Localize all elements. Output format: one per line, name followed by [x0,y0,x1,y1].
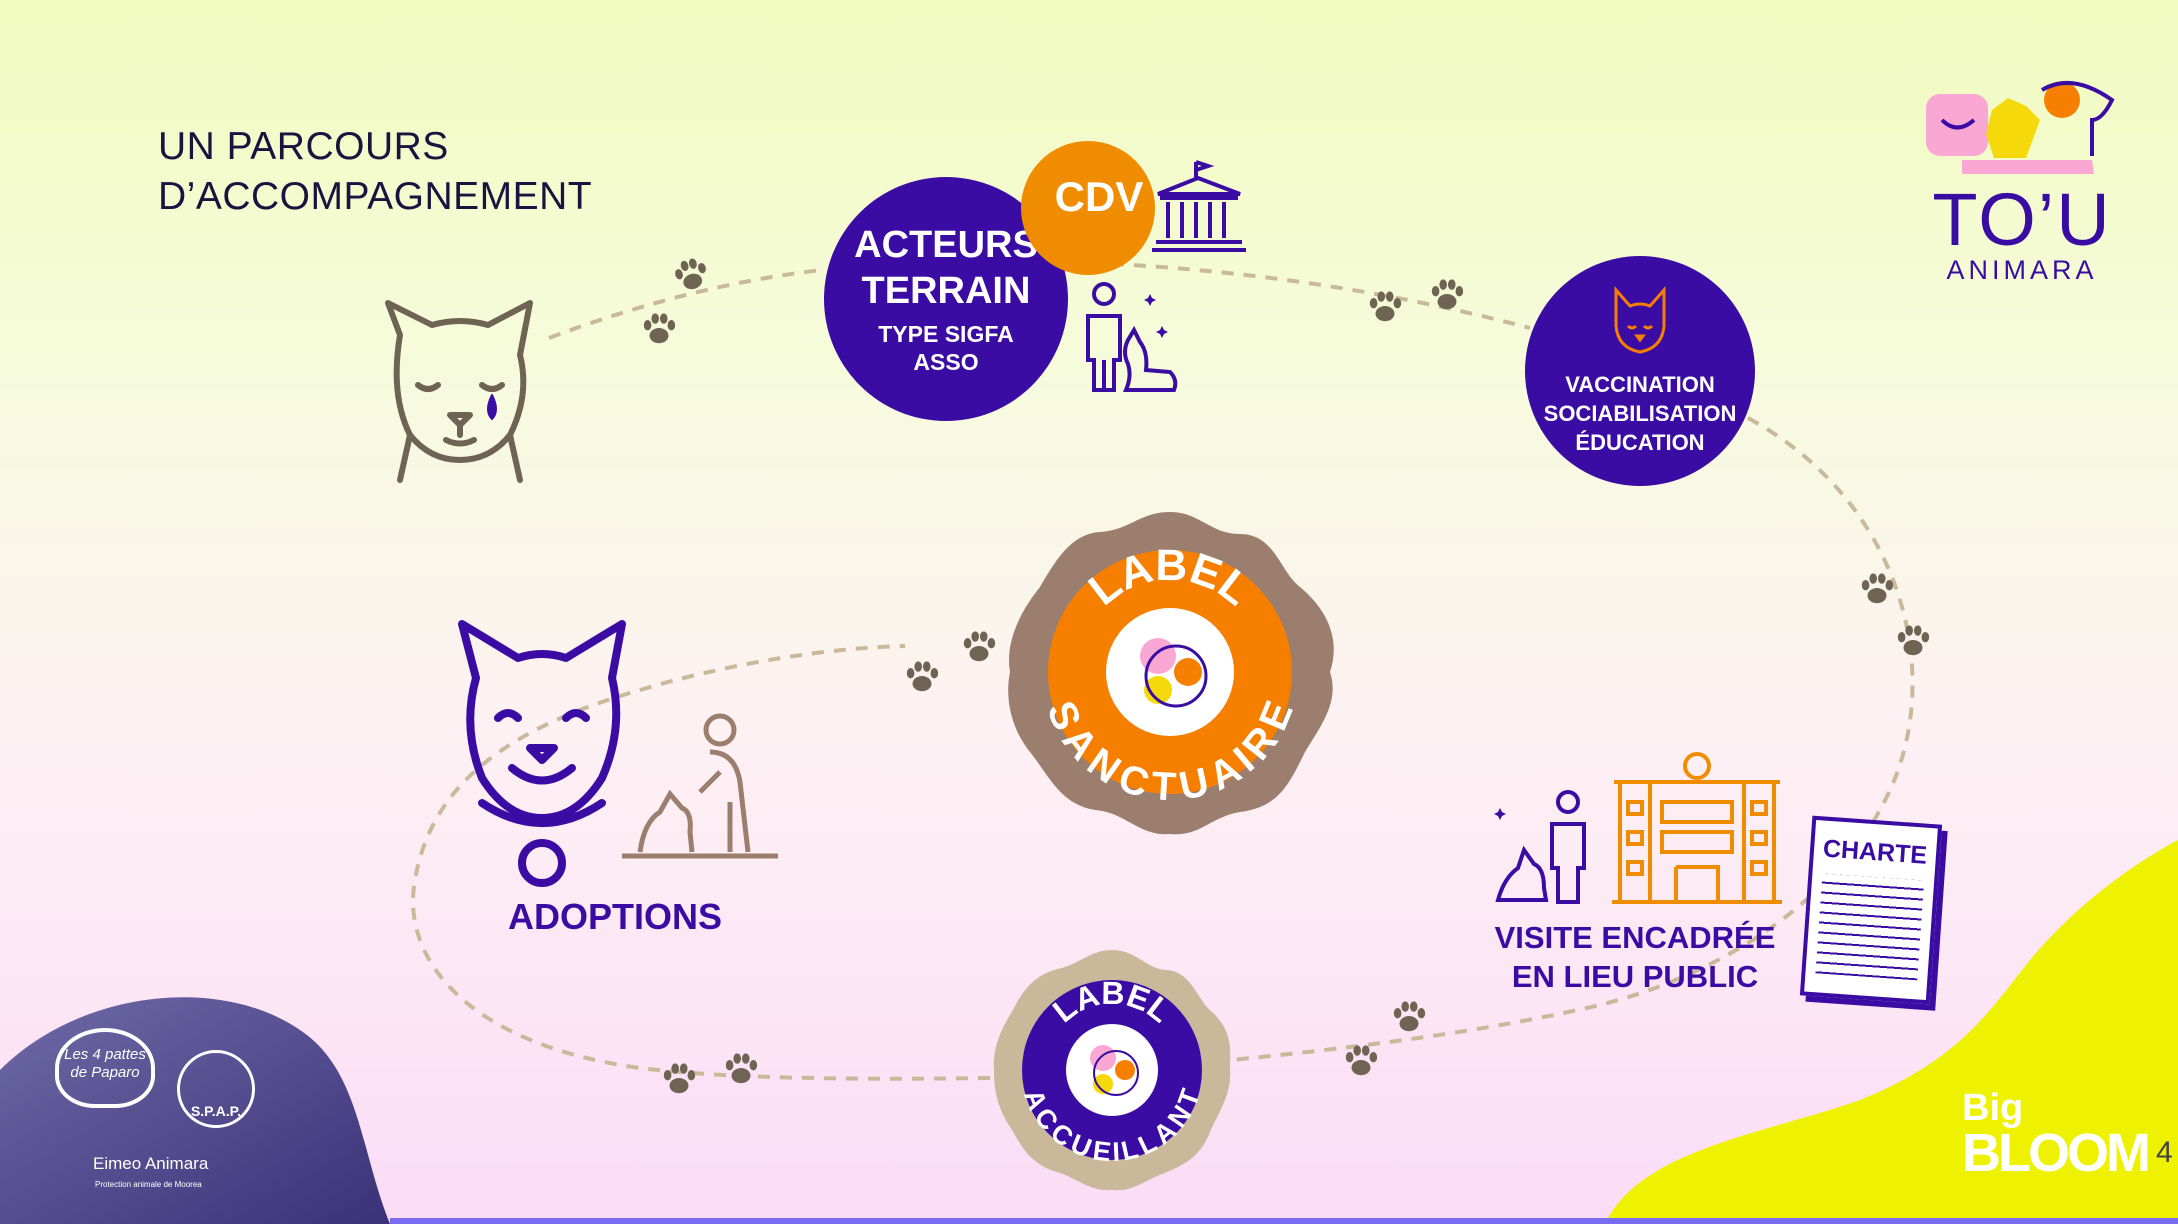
label-accueillant-badge: LABEL ACCUEILLANT [993,950,1231,1191]
care-step: VACCINATION SOCIABILISATION ÉDUCATION [1525,256,1755,486]
sad-dog-icon [385,300,533,483]
cdv-badge: CDV [1021,141,1155,275]
person-petting-dog-icon [622,713,778,859]
tou-mascots-icon [1140,638,1208,708]
title-line-2: D’ACCOMPAGNEMENT [158,175,593,218]
adoptions-label: ADOPTIONS [507,896,722,937]
charte-document: CHARTE [1799,815,1943,1005]
cdv-label: CDV [1054,173,1144,220]
bottom-bar [390,1218,2178,1224]
government-building-icon [1152,160,1246,252]
care-line-2: SOCIABILISATION [1543,400,1737,426]
cat-icon [1614,285,1666,354]
bigbloom-line-1: Big [1962,1087,2024,1129]
charte-lines [1815,873,1925,981]
happy-dog-icon [458,620,626,887]
tou-logo-subtitle: ANIMARA [1946,255,2098,285]
paparo-logo: Les 4 pattes de Paparo [55,1028,155,1108]
visite-label: VISITE ENCADRÉE EN LIEU PUBLIC [1470,918,1800,996]
charte-label: CHARTE [1822,834,1928,870]
tou-logo-title: TO’U [1932,178,2112,261]
volunteer-with-dog-icon [1086,282,1178,392]
bigbloom-logo: Big BLOOM [1962,1087,2151,1183]
page-number: 4 [2156,1136,2173,1169]
care-line-3: ÉDUCATION [1575,429,1705,455]
building-icon [1612,752,1782,904]
eimeo-logo-subtitle: Protection animale de Moorea [95,1180,202,1189]
tou-mascots-icon [1926,81,2115,174]
bigbloom-blob [1605,840,2178,1224]
eimeo-logo-title: Eimeo Animara [93,1154,209,1173]
visite-line-2: EN LIEU PUBLIC [1511,959,1759,994]
journey-path [411,260,1915,1081]
acteurs-line-1: ACTEURS [854,224,1038,266]
partner-logos: Les 4 pattes de Paparo S.P.A.P. Eimeo An… [55,1020,295,1200]
bigbloom-line-2: BLOOM [1962,1123,2151,1183]
label-sanctuaire-badge: LABEL SANCTUAIRE [1008,512,1334,835]
title-line-1: UN PARCOURS [158,125,449,168]
visite-line-1: VISITE ENCADRÉE [1494,920,1776,955]
tou-mascots-icon [1090,1045,1139,1096]
volunteer-with-dog-icon [1494,790,1586,904]
tou-animara-logo: TO’U ANIMARA [1922,70,2122,286]
care-line-1: VACCINATION [1565,371,1715,397]
acteurs-sub-1: TYPE SIGFA [878,321,1014,347]
acteurs-sub-2: ASSO [913,349,979,375]
page-title: UN PARCOURS D’ACCOMPAGNEMENT [158,122,592,222]
spap-logo: S.P.A.P. [177,1050,255,1128]
acteurs-line-2: TERRAIN [861,270,1031,312]
